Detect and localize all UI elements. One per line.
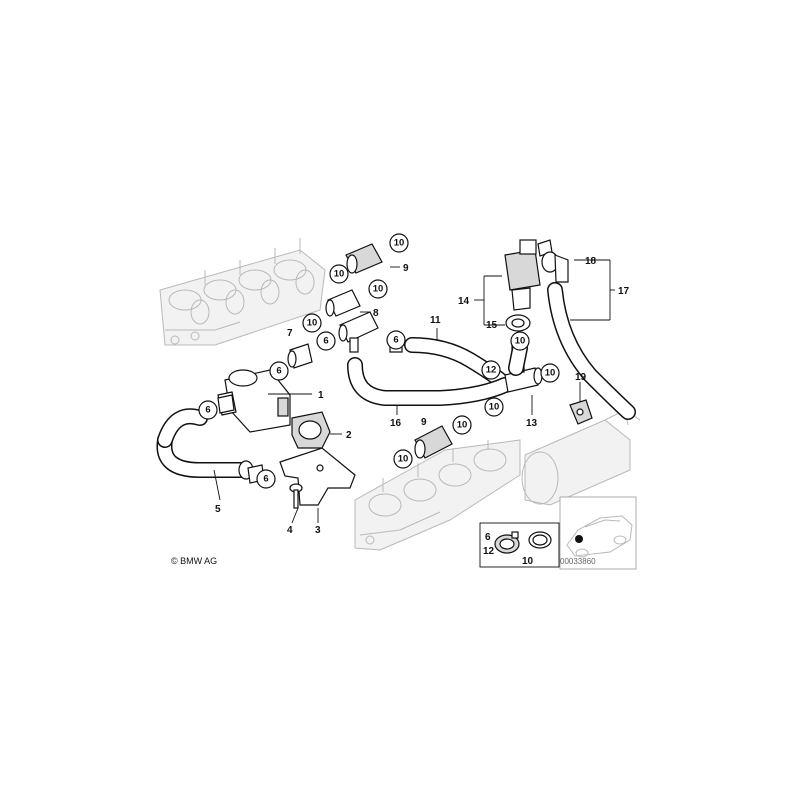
circled-label-10-h: 10 (540, 363, 560, 383)
circled-label-10-g-text: 10 (489, 402, 500, 413)
leader-lines (213, 259, 615, 524)
circled-label-10-g: 10 (484, 397, 504, 417)
label-1: 1 (318, 390, 324, 401)
seal-ring-icon (528, 531, 552, 549)
circled-label-10-d-text: 10 (307, 318, 318, 329)
label-16: 16 (390, 418, 402, 429)
circled-label-10-f-text: 10 (398, 454, 409, 465)
part-19-clip (569, 399, 593, 425)
circled-label-6-b-text: 6 (323, 336, 328, 347)
circled-label-10-c: 10 (368, 279, 388, 299)
circled-label-6-e: 6 (386, 330, 406, 350)
part-3-mounting-plate (279, 447, 356, 506)
hose-clamp-icon (494, 531, 520, 554)
part-15-clamp-ring (505, 314, 531, 332)
circled-label-6-b: 6 (316, 331, 336, 351)
circled-label-10-h-text: 10 (545, 368, 556, 379)
label-19: 19 (575, 372, 587, 383)
legend-label-12: 12 (483, 546, 495, 557)
circled-label-10-a: 10 (389, 233, 409, 253)
circled-label-10-e-text: 10 (457, 420, 468, 431)
circled-label-12: 12 (481, 360, 501, 380)
part-8-t-piece (325, 289, 379, 353)
label-15: 15 (486, 320, 498, 331)
label-5: 5 (215, 504, 221, 515)
circled-label-10-e: 10 (452, 415, 472, 435)
circled-label-10-c-text: 10 (373, 284, 384, 295)
label-7: 7 (287, 328, 293, 339)
drawing-number: 00033860 (560, 557, 596, 566)
lower-intake-manifold-ghost (354, 439, 521, 551)
silencer-ghost (521, 409, 641, 506)
label-9-lower: 9 (421, 417, 427, 428)
part-5-hose (156, 408, 254, 480)
legend-label-10: 10 (522, 556, 534, 567)
circled-label-6-e-text: 6 (393, 335, 398, 346)
circled-label-6-d-text: 6 (263, 474, 268, 485)
part-18-elbow (541, 251, 569, 283)
circled-label-10-f: 10 (393, 449, 413, 469)
upper-intake-manifold-ghost (159, 238, 326, 346)
label-17: 17 (618, 286, 630, 297)
label-8: 8 (373, 308, 379, 319)
circled-label-6-c-text: 6 (205, 405, 210, 416)
circled-label-6-d: 6 (256, 469, 276, 489)
label-14: 14 (458, 296, 470, 307)
label-2: 2 (346, 430, 352, 441)
circled-label-6-c: 6 (198, 400, 218, 420)
legend-small-parts: 6 12 10 (479, 522, 560, 568)
circled-label-10-b: 10 (329, 264, 349, 284)
part-9-pipe-lower (414, 425, 453, 459)
part-2-bracket (291, 411, 331, 449)
part-12-stub (508, 340, 528, 376)
label-18: 18 (585, 256, 597, 267)
location-marker-icon (575, 535, 583, 543)
label-9-upper: 9 (403, 263, 409, 274)
part-16-hose (347, 357, 513, 406)
part-7-connector (287, 343, 313, 369)
part-14-solenoid-valve (504, 239, 553, 311)
part-17-hose (547, 282, 636, 420)
part-9-pipe-upper (345, 243, 383, 274)
label-4: 4 (287, 525, 293, 536)
vehicle-thumbnail (559, 496, 637, 570)
circled-label-10-d: 10 (302, 313, 322, 333)
circled-label-10-i-text: 10 (515, 336, 526, 347)
circled-label-10-i: 10 (510, 331, 530, 351)
circled-label-6-a-text: 6 (276, 366, 281, 377)
circled-label-10-b-text: 10 (334, 269, 345, 280)
circled-label-6-a: 6 (269, 361, 289, 381)
label-11: 11 (430, 315, 441, 326)
copyright: © BMW AG (171, 556, 217, 566)
legend-label-6: 6 (485, 532, 491, 543)
part-4-bolt (289, 483, 303, 509)
label-13: 13 (526, 418, 538, 429)
circled-label-10-a-text: 10 (394, 238, 405, 249)
label-3: 3 (315, 525, 321, 536)
circled-label-12-text: 12 (486, 365, 497, 376)
